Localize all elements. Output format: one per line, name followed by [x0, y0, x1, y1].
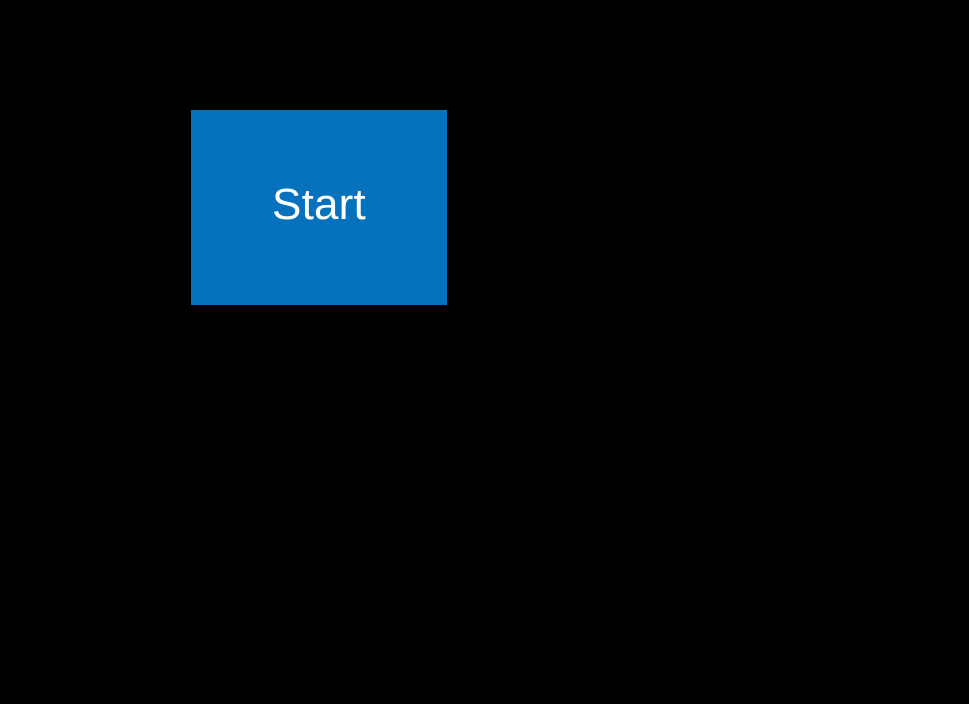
start-button[interactable]: Start	[191, 110, 447, 305]
start-button-label: Start	[272, 179, 366, 229]
